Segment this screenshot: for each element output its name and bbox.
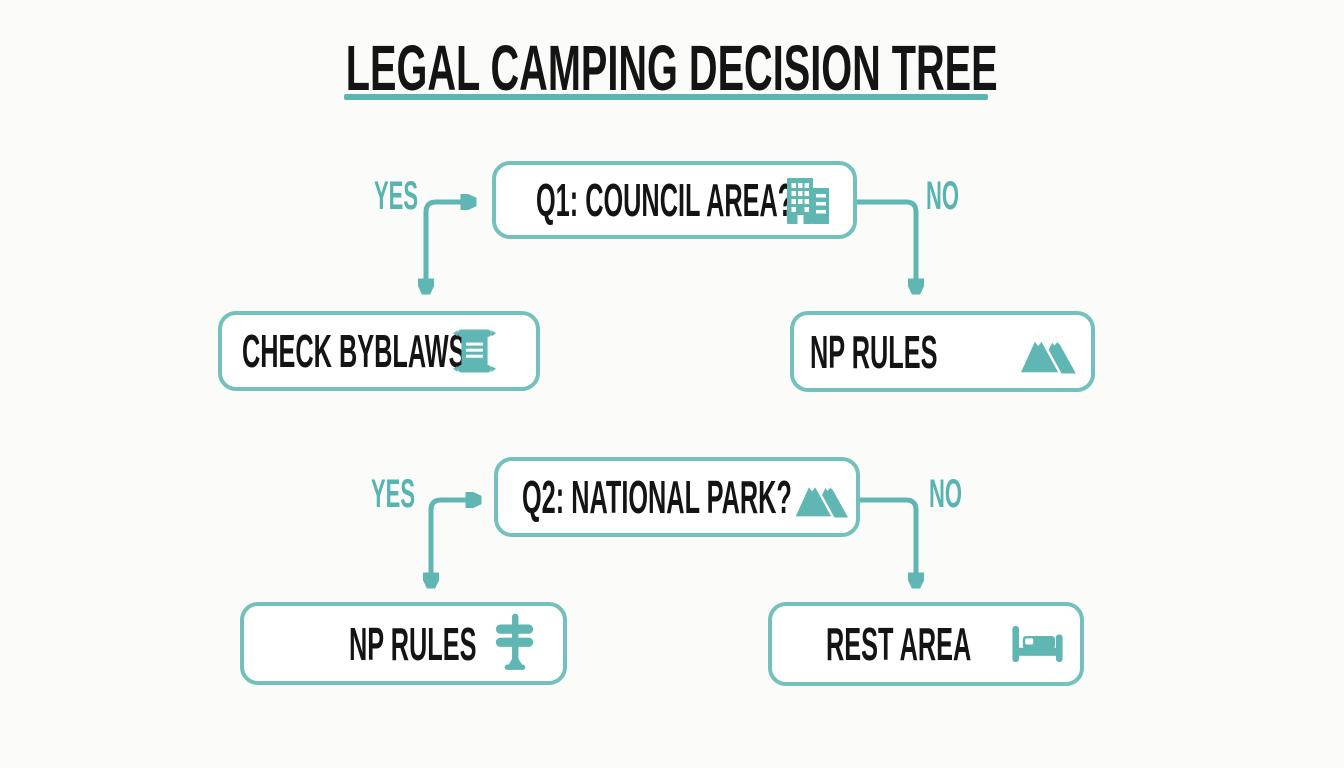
node-rest-area: REST AREA — [768, 602, 1084, 686]
page-title-text: LEGAL CAMPING DECISION TREE — [346, 32, 998, 104]
scroll-icon — [453, 329, 496, 373]
q1-yes-label: YES — [374, 174, 419, 218]
bed-icon — [1012, 626, 1063, 662]
node-q2-national-park: Q2: NATIONAL PARK? — [494, 457, 860, 537]
node-q1-label: Q1: COUNCIL AREA? — [536, 174, 794, 226]
node-np-rules-bottom-label: NP RULES — [349, 617, 477, 670]
node-check-byblaws: CHECK BYBLAWS — [218, 311, 540, 391]
node-np-rules-top: NP RULES — [790, 311, 1095, 392]
edge-q1-no — [857, 199, 916, 289]
q2-no-label: NO — [929, 472, 962, 516]
node-check-byblaws-label: CHECK BYBLAWS — [242, 325, 466, 377]
q1-no-label: NO — [926, 174, 959, 218]
page-title: LEGAL CAMPING DECISION TREE — [0, 36, 1344, 100]
edge-q1-yes — [426, 202, 471, 289]
signpost-icon — [495, 613, 534, 670]
node-rest-area-label: REST AREA — [826, 618, 972, 670]
title-underline — [344, 94, 988, 100]
node-np-rules-top-label: NP RULES — [810, 325, 938, 378]
q2-yes-label: YES — [371, 472, 416, 516]
mountains-icon — [794, 476, 848, 518]
edge-q2-yes — [431, 500, 476, 583]
mountains-icon — [1019, 330, 1076, 373]
node-np-rules-bottom: NP RULES — [240, 602, 567, 685]
building-icon — [787, 178, 829, 224]
edge-q2-no — [860, 497, 916, 583]
node-q2-label: Q2: NATIONAL PARK? — [522, 471, 792, 523]
node-q1-council-area: Q1: COUNCIL AREA? — [492, 161, 857, 239]
